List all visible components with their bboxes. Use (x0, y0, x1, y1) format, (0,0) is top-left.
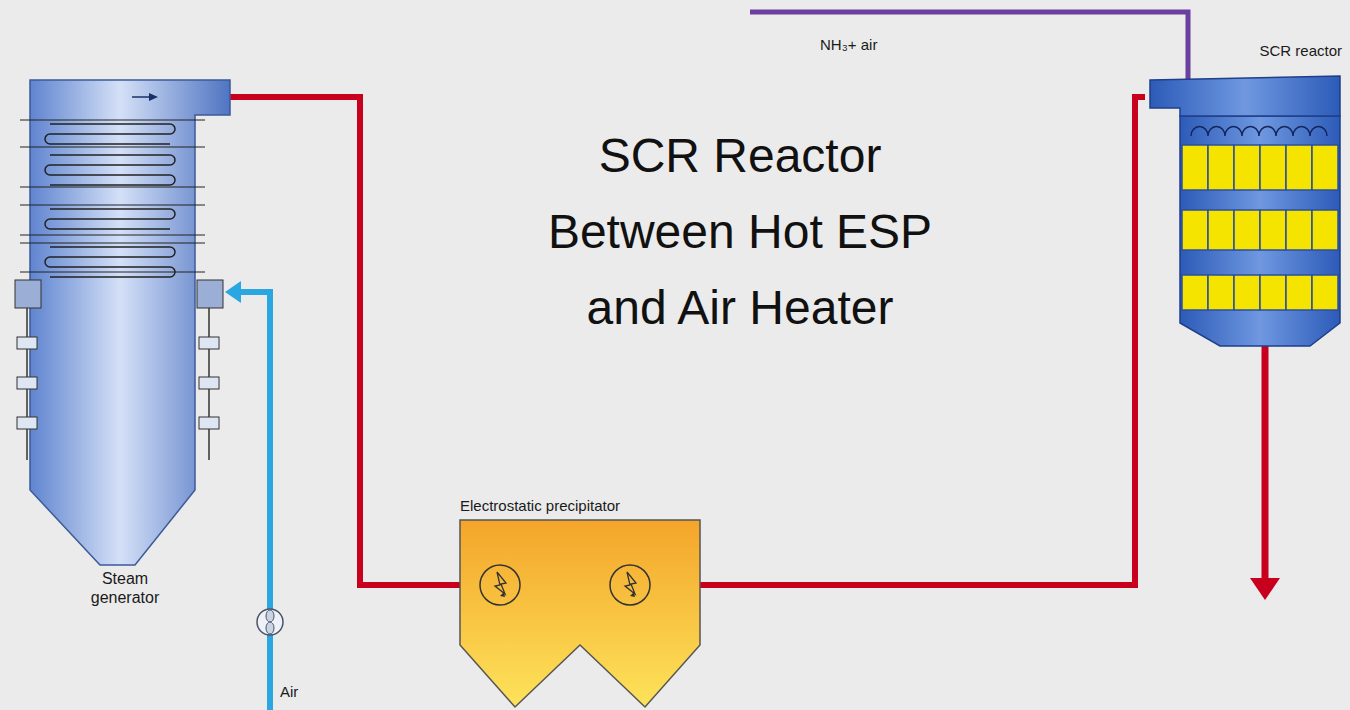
diagram-title: SCR Reactor Between Hot ESP and Air Heat… (540, 118, 940, 346)
catalyst-module (1260, 275, 1286, 310)
catalyst-module (1286, 145, 1312, 190)
lightning-symbol (495, 572, 506, 594)
lightning-tip (630, 592, 635, 597)
fan-blade (266, 622, 274, 634)
electrode-symbol (610, 565, 650, 605)
catalyst-module (1234, 210, 1260, 250)
tube-header (20, 205, 205, 206)
fan-symbol (257, 609, 283, 635)
reactor-body (1180, 116, 1340, 346)
catalyst-module (1208, 275, 1234, 310)
boiler-vessel (30, 80, 230, 565)
support-bracket (197, 280, 223, 308)
precipitator-housing (460, 520, 700, 707)
tube-header (20, 235, 205, 236)
catalyst-module (1286, 210, 1312, 250)
air-arrowhead (225, 281, 241, 303)
catalyst-module (1234, 275, 1260, 310)
equipment-label: Steam generator (80, 569, 170, 607)
catalyst-module (1312, 210, 1338, 250)
electrode-symbol (480, 565, 520, 605)
lightning-symbol (625, 572, 636, 594)
tube-coil (45, 209, 175, 229)
tube-header (20, 243, 205, 244)
support-bracket (15, 280, 41, 308)
support-flange (199, 417, 219, 429)
tube-header (20, 120, 205, 121)
catalyst-module (1312, 145, 1338, 190)
catalyst-module (1260, 210, 1286, 250)
support-flange (199, 337, 219, 349)
flow-distributor (1191, 126, 1327, 136)
scr-reactor: SCR reactor (1145, 38, 1345, 350)
flow-arrow (132, 96, 150, 98)
support-flange (199, 377, 219, 389)
flow-arrowhead (149, 93, 158, 101)
equipment-label: SCR reactor (1192, 42, 1342, 60)
tube-coil (45, 247, 175, 277)
equipment-outline (460, 495, 700, 710)
reactor-hood (1150, 76, 1340, 116)
catalyst-module (1182, 210, 1208, 250)
flue-gas-outlet (1262, 346, 1269, 580)
stream-label: Air (280, 683, 298, 701)
steam-generator: Steam generator (10, 75, 230, 615)
fan-blade (266, 610, 274, 622)
tube-header (20, 187, 205, 188)
tube-header (20, 147, 205, 148)
catalyst-module (1260, 145, 1286, 190)
equipment-outline (1145, 38, 1345, 350)
support-flange (17, 377, 37, 389)
catalyst-module (1208, 145, 1234, 190)
support-flange (17, 417, 37, 429)
stream-label: NH₃+ air (820, 36, 877, 54)
support-flange (17, 337, 37, 349)
equipment-outline (10, 75, 230, 615)
lightning-tip (500, 592, 505, 597)
tube-coil (45, 124, 175, 144)
catalyst-module (1234, 145, 1260, 190)
tube-header (20, 272, 205, 273)
catalyst-module (1182, 275, 1208, 310)
outlet-arrowhead (1250, 578, 1280, 600)
catalyst-module (1312, 275, 1338, 310)
electrostatic-precipitator: Electrostatic precipitator (460, 495, 700, 710)
catalyst-module (1182, 145, 1208, 190)
air-duct (238, 292, 270, 710)
ammonia-line (750, 12, 1188, 80)
equipment-label: Electrostatic precipitator (460, 497, 700, 515)
catalyst-module (1286, 275, 1312, 310)
catalyst-module (1208, 210, 1234, 250)
tube-coil (45, 155, 175, 185)
flue-gas-duct (230, 97, 460, 585)
